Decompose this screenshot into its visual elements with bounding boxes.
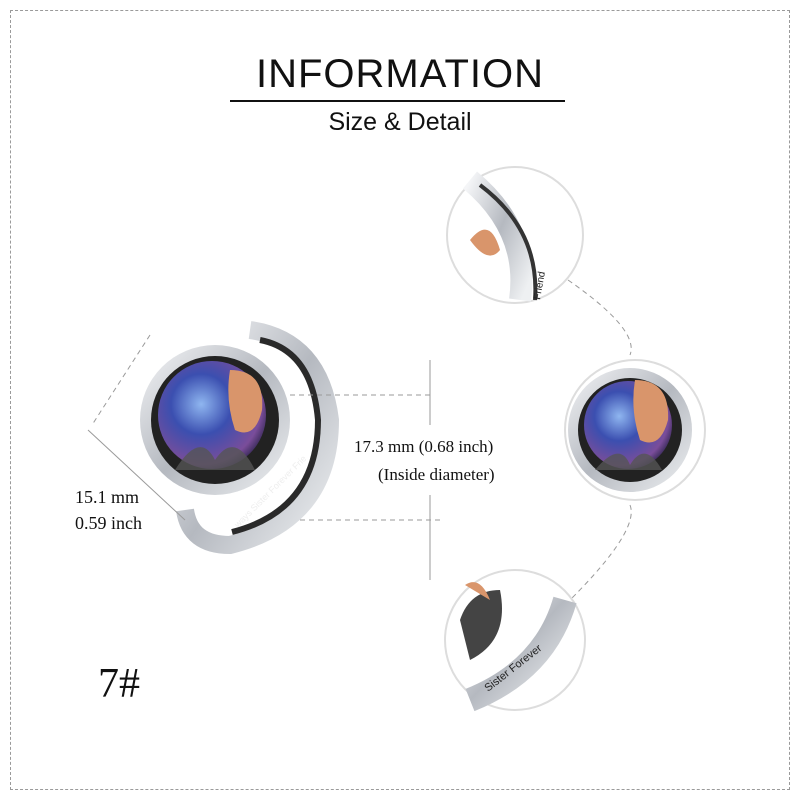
face-width-mm: 15.1 mm (75, 487, 140, 507)
title-underline (230, 100, 565, 102)
ring-size-label: 7# (98, 661, 140, 707)
detail-top-image: Friend (446, 166, 584, 304)
detail-bottom-image: Sister Forever (444, 569, 586, 712)
page-subtitle: Size & Detail (328, 108, 472, 136)
detail-middle-image (564, 359, 706, 501)
inside-diameter-label: (Inside diameter) (378, 465, 495, 484)
page-title: INFORMATION (255, 52, 544, 96)
inside-diameter-value: 17.3 mm (0.68 inch) (354, 437, 494, 456)
main-ring-image: ways Sister Forever Frie (140, 321, 340, 555)
dashed-frame (10, 10, 790, 790)
detail-top-engraving: Friend (532, 271, 548, 301)
dimension-guides (87, 279, 632, 601)
face-width-inch: 0.59 inch (75, 513, 142, 533)
